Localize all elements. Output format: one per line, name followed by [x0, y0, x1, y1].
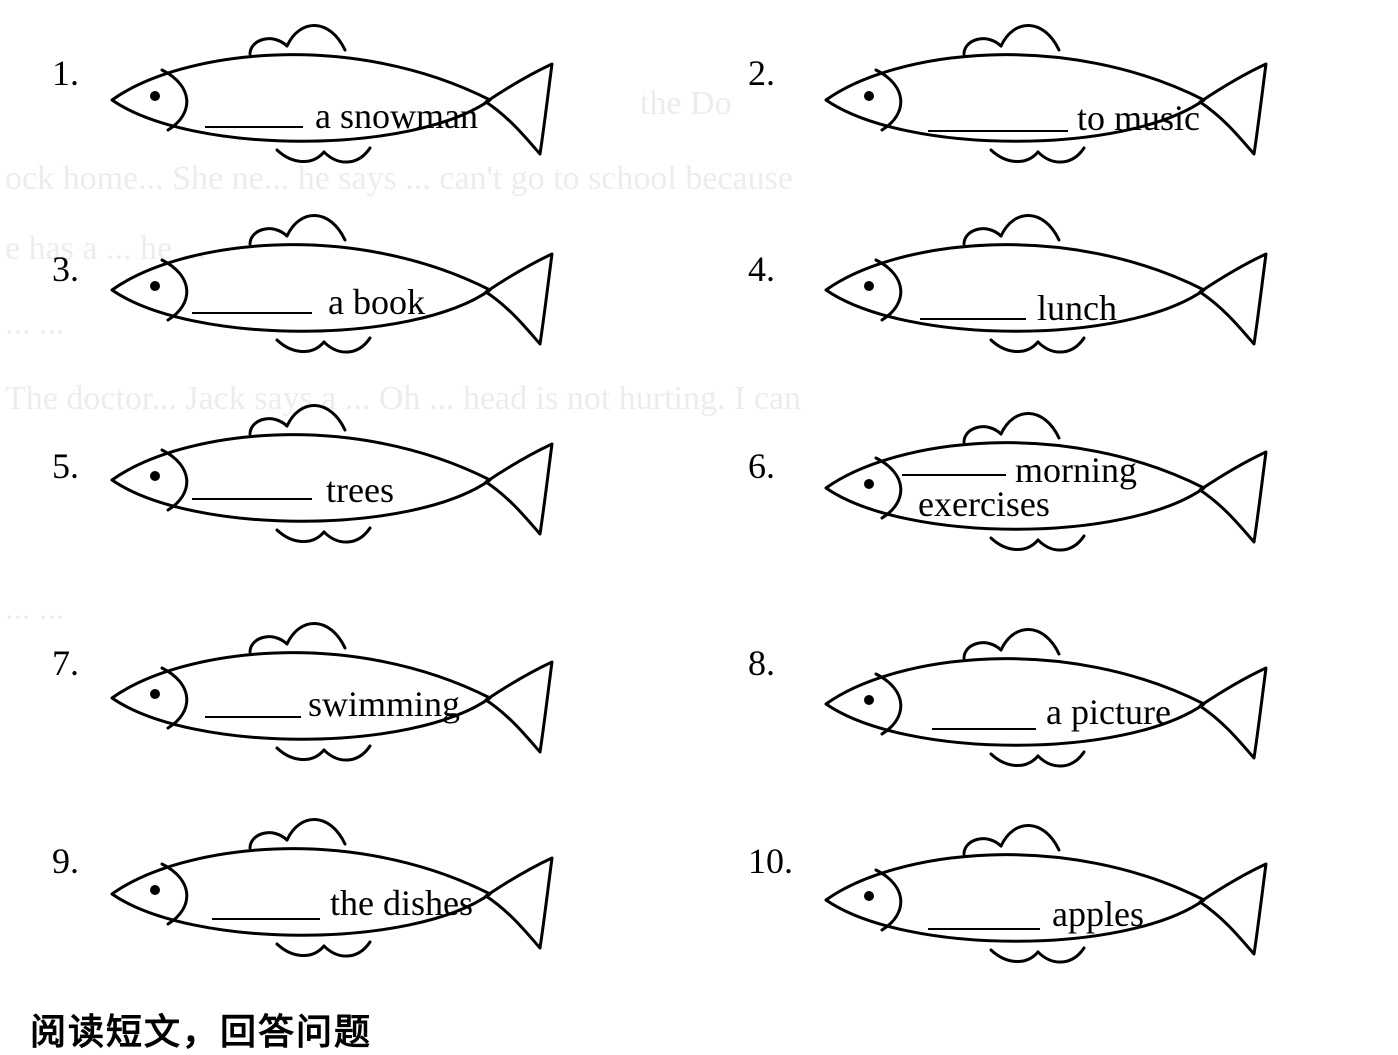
answer-blank[interactable]	[192, 312, 312, 314]
bleed-through-text: The doctor... Jack says a ... Oh ... hea…	[5, 380, 801, 417]
item-number: 8.	[748, 643, 775, 683]
item-number: 2.	[748, 53, 775, 93]
answer-blank[interactable]	[205, 126, 303, 128]
item-number: 5.	[52, 446, 79, 486]
answer-blank[interactable]	[212, 918, 320, 920]
section-heading: 阅读短文，回答问题	[30, 1011, 373, 1053]
item-phrase: to music	[1077, 98, 1200, 138]
answer-blank[interactable]	[928, 928, 1040, 930]
item-phrase: swimming	[308, 684, 461, 724]
item-number: 10.	[748, 841, 793, 881]
item-number: 9.	[52, 841, 79, 881]
item-phrase: lunch	[1037, 288, 1117, 328]
item-phrase: apples	[1052, 894, 1144, 934]
fish-outline	[824, 823, 1268, 964]
item-phrase: a book	[328, 282, 425, 322]
item-number: 7.	[52, 643, 79, 683]
answer-blank[interactable]	[920, 318, 1026, 320]
answer-blank[interactable]	[192, 498, 312, 500]
answer-blank[interactable]	[902, 474, 1006, 476]
fish-outline	[110, 23, 554, 164]
bleed-through-text: ... ...	[5, 590, 65, 627]
item-number: 1.	[52, 53, 79, 93]
item-number: 4.	[748, 249, 775, 289]
answer-blank[interactable]	[205, 716, 301, 718]
answer-blank[interactable]	[932, 728, 1036, 730]
bleed-through-text: the Do	[640, 85, 732, 122]
item-phrase: morning	[1015, 450, 1137, 490]
bleed-through-text: ... ...	[5, 305, 65, 342]
item-phrase-continued: exercises	[918, 484, 1050, 524]
fish-outline	[824, 23, 1268, 164]
item-number: 3.	[52, 249, 79, 289]
item-phrase: a snowman	[315, 96, 478, 136]
answer-blank[interactable]	[928, 130, 1068, 132]
item-number: 6.	[748, 446, 775, 486]
item-phrase: trees	[326, 470, 394, 510]
item-phrase: the dishes	[330, 883, 473, 923]
bleed-through-text: ock home... She ne... he says ... can't …	[5, 160, 793, 197]
fish-outline	[824, 213, 1268, 354]
item-phrase: a picture	[1046, 692, 1171, 732]
